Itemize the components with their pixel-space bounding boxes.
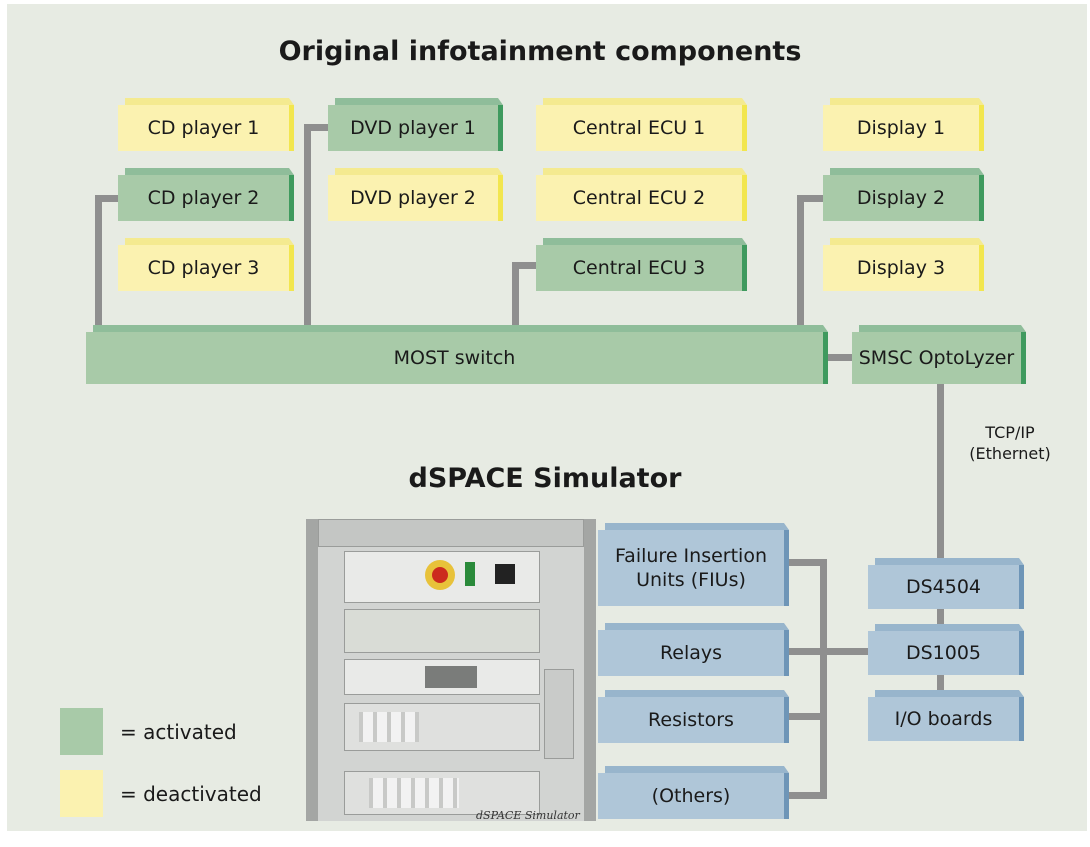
rack-connector-panel bbox=[344, 659, 540, 695]
display-1-box: Display 1 bbox=[823, 98, 984, 151]
cd-player-2-box: CD player 2 bbox=[118, 168, 294, 221]
most-switch-label: MOST switch bbox=[393, 347, 516, 369]
cd-player-3-box: CD player 3 bbox=[118, 238, 294, 291]
simulator-rack-photo: dSPACE Simulator bbox=[306, 519, 596, 821]
connector-cd2-v bbox=[95, 195, 102, 328]
ds4504-label: DS4504 bbox=[905, 576, 982, 598]
dvd-player-1-box: DVD player 1 bbox=[328, 98, 503, 151]
rack-top-vent bbox=[318, 519, 584, 547]
optolyzer-box: SMSC OptoLyzer bbox=[852, 325, 1026, 384]
central-ecu-1-box: Central ECU 1 bbox=[536, 98, 747, 151]
connector-others-h bbox=[789, 792, 827, 799]
resistors-label: Resistors bbox=[648, 709, 734, 731]
rack-left-rail bbox=[306, 519, 318, 821]
simulator-title: dSPACE Simulator bbox=[408, 463, 682, 494]
cd-player-1-label: CD player 1 bbox=[147, 117, 260, 139]
others-box: (Others) bbox=[598, 766, 789, 819]
most-switch-box: MOST switch bbox=[86, 325, 828, 384]
rack-control-panel bbox=[344, 551, 540, 603]
connector-fiu-h bbox=[789, 559, 827, 566]
central-ecu-1-label: Central ECU 1 bbox=[572, 117, 706, 139]
connector-dvd1-h bbox=[304, 124, 330, 131]
indicator-lamps bbox=[465, 562, 475, 586]
dvd-player-1-label: DVD player 1 bbox=[350, 117, 476, 139]
display-3-box: Display 3 bbox=[823, 238, 984, 291]
display-3-label: Display 3 bbox=[856, 257, 946, 279]
ds1005-label: DS1005 bbox=[905, 642, 982, 664]
relays-box: Relays bbox=[598, 623, 789, 676]
connector-ecu3-h bbox=[512, 262, 538, 269]
cd-player-2-label: CD player 2 bbox=[147, 187, 260, 209]
rack-right-rail bbox=[584, 519, 596, 821]
connector-dvd1-v bbox=[304, 124, 311, 328]
fiu-box: Failure Insertion Units (FIUs) bbox=[598, 523, 789, 606]
resistors-box: Resistors bbox=[598, 690, 789, 743]
rack-brand-label: dSPACE Simulator bbox=[476, 809, 580, 821]
ds1005-box: DS1005 bbox=[868, 624, 1024, 675]
optolyzer-label: SMSC OptoLyzer bbox=[858, 347, 1015, 369]
power-switch bbox=[495, 564, 515, 584]
legend-deactivated-label: = deactivated bbox=[120, 782, 262, 806]
connector-resistors-h bbox=[789, 713, 827, 720]
legend-activated-label: = activated bbox=[120, 720, 237, 744]
fiu-label-line2: Units (FIUs) bbox=[636, 569, 746, 591]
connector-display2-h bbox=[797, 195, 825, 202]
cd-player-3-label: CD player 3 bbox=[147, 257, 260, 279]
rack-side-jacks bbox=[544, 669, 574, 759]
rack-fiu-cards-1 bbox=[344, 703, 540, 751]
relays-label: Relays bbox=[659, 642, 723, 664]
connector-ethernet bbox=[937, 383, 944, 566]
display-1-label: Display 1 bbox=[856, 117, 946, 139]
display-2-box: Display 2 bbox=[823, 168, 984, 221]
central-ecu-3-box: Central ECU 3 bbox=[536, 238, 747, 291]
connection-label-line1: TCP/IP bbox=[985, 423, 1035, 442]
dvd-player-2-box: DVD player 2 bbox=[328, 168, 503, 221]
rack-fiu-cards-2 bbox=[344, 771, 540, 815]
connector-ecu3-v bbox=[512, 262, 519, 328]
connector-display2-v bbox=[797, 195, 804, 328]
connection-label-line2: (Ethernet) bbox=[969, 444, 1051, 463]
fiu-label-line1: Failure Insertion bbox=[615, 545, 767, 567]
cd-player-1-box: CD player 1 bbox=[118, 98, 294, 151]
others-label: (Others) bbox=[651, 785, 731, 807]
ds4504-box: DS4504 bbox=[868, 558, 1024, 609]
display-2-label: Display 2 bbox=[856, 187, 946, 209]
central-ecu-3-label: Central ECU 3 bbox=[572, 257, 706, 279]
central-ecu-2-box: Central ECU 2 bbox=[536, 168, 747, 221]
connector-bus-vertical bbox=[820, 559, 827, 799]
dvd-player-2-label: DVD player 2 bbox=[350, 187, 476, 209]
connector-cd2-h bbox=[95, 195, 120, 202]
central-ecu-2-label: Central ECU 2 bbox=[572, 187, 706, 209]
io-boards-label: I/O boards bbox=[894, 708, 993, 730]
connection-label: TCP/IP (Ethernet) bbox=[955, 422, 1065, 464]
connector-switch-optolyzer bbox=[822, 354, 854, 361]
legend-activated-swatch bbox=[60, 708, 103, 755]
connector-relays-h bbox=[789, 648, 869, 655]
emergency-stop-button bbox=[425, 560, 455, 590]
infotainment-title: Original infotainment components bbox=[278, 36, 802, 67]
rack-power-unit bbox=[344, 609, 540, 653]
legend-deactivated-swatch bbox=[60, 770, 103, 817]
io-boards-box: I/O boards bbox=[868, 690, 1024, 741]
